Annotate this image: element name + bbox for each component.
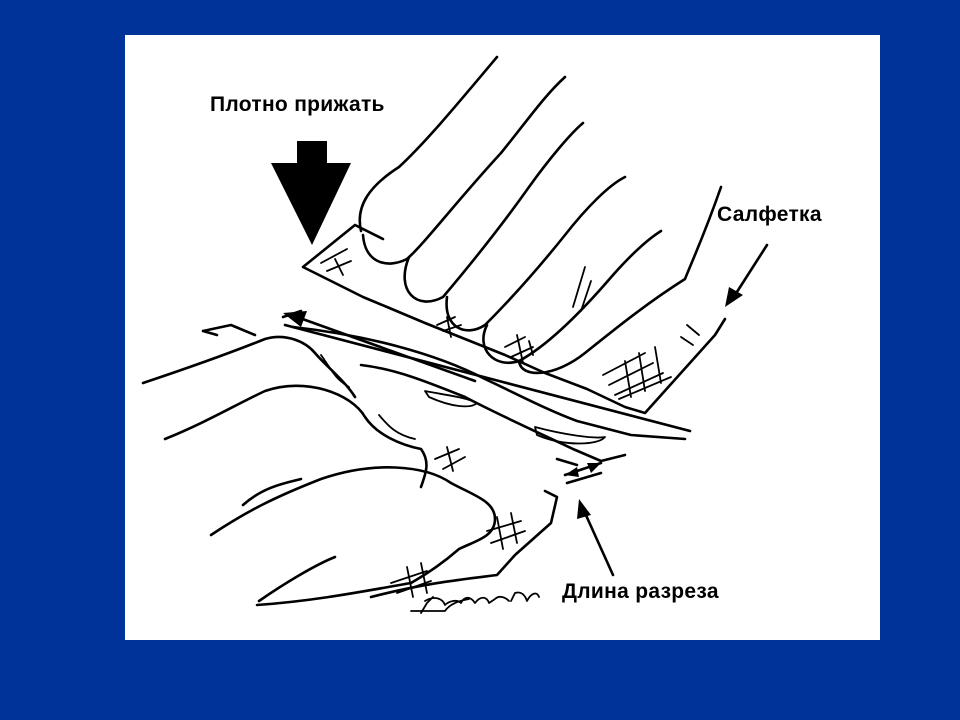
signature xyxy=(420,591,540,614)
drape-label: Салфетка xyxy=(717,203,822,226)
down-arrow-icon xyxy=(271,141,351,245)
lower-hand xyxy=(141,335,497,607)
press-firmly-label: Плотно прижать xyxy=(210,93,385,116)
pointer-arrow-icon xyxy=(577,499,615,577)
incision-length-marker xyxy=(563,461,603,485)
illustration-panel: Плотно прижать Салфетка Длина разреза xyxy=(125,35,880,640)
incision-field xyxy=(281,309,692,485)
field-arrow-icon xyxy=(283,311,477,383)
pointer-arrow-icon xyxy=(725,243,769,307)
upper-drape xyxy=(301,223,727,415)
surgical-drape-illustration xyxy=(141,55,769,614)
incision-length-label: Длина разреза xyxy=(562,580,719,603)
lower-drape xyxy=(201,323,559,612)
upper-hand xyxy=(358,55,723,375)
